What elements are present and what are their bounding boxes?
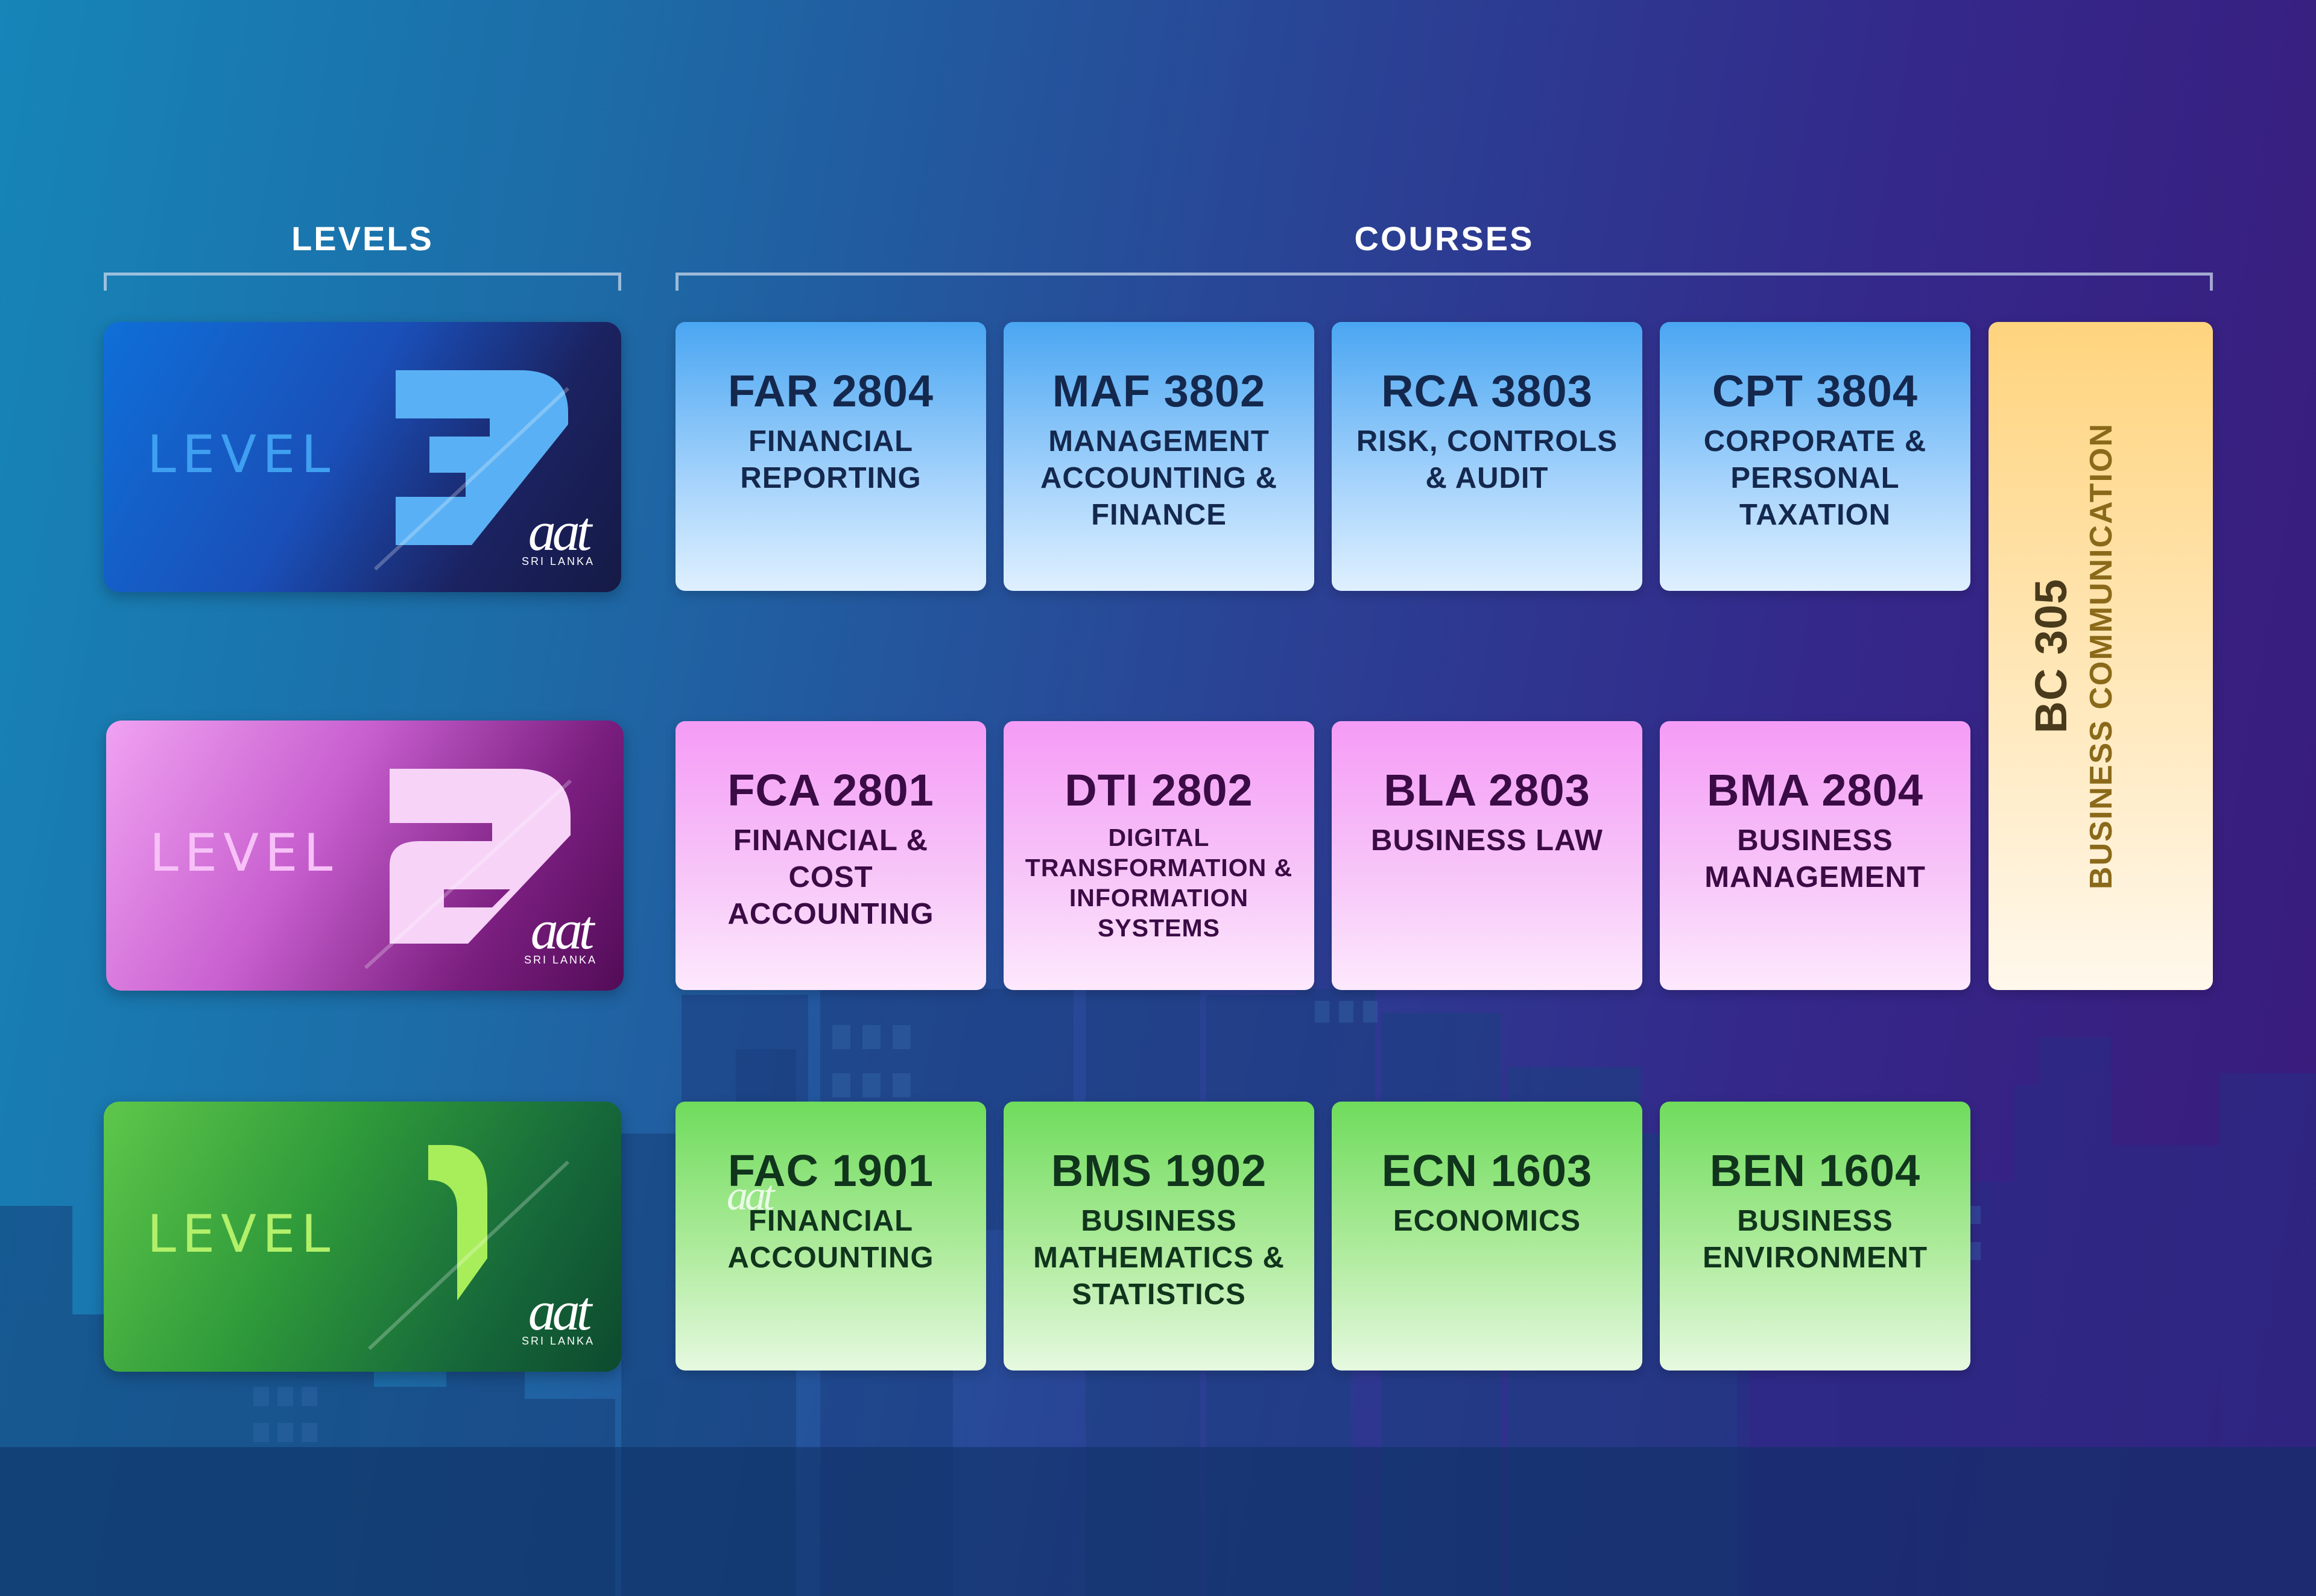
course-name: FINANCIAL REPORTING (740, 425, 922, 494)
course-name: CORPORATE & PERSONAL TAXATION (1703, 425, 1927, 531)
course-code: BMS 1902 (1051, 1146, 1267, 1196)
course-card-bla-2803: BLA 2803 BUSINESS LAW (1332, 721, 1642, 990)
courses-bracket (676, 273, 2213, 291)
course-name: BUSINESS LAW (1371, 824, 1603, 857)
level-1-word: LEVEL (147, 1204, 337, 1264)
level-2-card: LEVEL aat SRI LANKA (106, 721, 624, 991)
course-card-ecn-1603: ECN 1603 ECONOMICS (1332, 1102, 1642, 1370)
course-name: DIGITAL TRANSFORMATION & INFORMATION SYS… (1025, 824, 1293, 942)
aat-watermark-logo: aat (727, 1173, 774, 1219)
course-name: FINANCIAL ACCOUNTING (727, 1205, 934, 1274)
levels-bracket (104, 273, 621, 291)
levels-header: LEVELS (291, 219, 434, 257)
course-code: BEN 1604 (1709, 1146, 1921, 1196)
course-name: ECONOMICS (1393, 1205, 1581, 1237)
course-name: MANAGEMENT ACCOUNTING & FINANCE (1040, 425, 1278, 531)
course-name: BUSINESS ENVIRONMENT (1702, 1205, 1928, 1274)
course-code: BMA 2804 (1707, 765, 1923, 815)
course-code: BLA 2803 (1384, 765, 1590, 815)
course-card-bc-305: BC 305 BUSINESS COMMUNICATION (1989, 322, 2213, 990)
courses-header: COURSES (1354, 219, 1534, 257)
course-code: DTI 2802 (1065, 765, 1253, 815)
course-code: ECN 1603 (1381, 1146, 1593, 1196)
aat-logo: aat SRI LANKA (524, 899, 597, 966)
course-name: BUSINESS MATHEMATICS & STATISTICS (1033, 1205, 1285, 1311)
course-name: FINANCIAL & COST ACCOUNTING (727, 824, 934, 930)
course-code: FAR 2804 (727, 366, 934, 416)
aat-logo: aat SRI LANKA (521, 1280, 595, 1347)
level-2-number-graphic (364, 769, 572, 970)
course-card-far-2804: FAR 2804 FINANCIAL REPORTING (676, 322, 986, 591)
course-card-maf-3802: MAF 3802 MANAGEMENT ACCOUNTING & FINANCE (1004, 322, 1314, 591)
course-card-bma-2804: BMA 2804 BUSINESS MANAGEMENT (1660, 721, 1970, 990)
level-1-number-graphic (367, 1145, 570, 1351)
course-card-fac-1901: FAC 1901 FINANCIAL ACCOUNTING (676, 1102, 986, 1370)
course-card-bms-1902: BMS 1902 BUSINESS MATHEMATICS & STATISTI… (1004, 1102, 1314, 1370)
course-code: MAF 3802 (1052, 366, 1266, 416)
course-card-ben-1604: BEN 1604 BUSINESS ENVIRONMENT (1660, 1102, 1970, 1370)
level-3-card: LEVEL aat SRI LANKA (104, 322, 621, 592)
level-3-number-graphic (373, 370, 570, 571)
level-2-word: LEVEL (150, 823, 339, 883)
course-card-rca-3803: RCA 3803 RISK, CONTROLS & AUDIT (1332, 322, 1642, 591)
aat-logo: aat SRI LANKA (521, 500, 595, 567)
course-code: BC 305 (2026, 578, 2076, 734)
bc-305-label: BC 305 BUSINESS COMMUNICATION (2022, 355, 2179, 957)
course-name: RISK, CONTROLS & AUDIT (1356, 425, 1618, 494)
course-name: BUSINESS MANAGEMENT (1704, 824, 1926, 894)
level-1-card: LEVEL aat SRI LANKA (104, 1102, 621, 1372)
course-name: BUSINESS COMMUNICATION (2084, 423, 2119, 889)
course-code: FCA 2801 (727, 765, 934, 815)
course-card-dti-2802: DTI 2802 DIGITAL TRANSFORMATION & INFORM… (1004, 721, 1314, 990)
course-code: CPT 3804 (1712, 366, 1919, 416)
course-code: RCA 3803 (1381, 366, 1593, 416)
course-card-fca-2801: FCA 2801 FINANCIAL & COST ACCOUNTING (676, 721, 986, 990)
course-code: FAC 1901 (727, 1146, 934, 1196)
level-3-word: LEVEL (147, 424, 337, 485)
course-card-cpt-3804: CPT 3804 CORPORATE & PERSONAL TAXATION (1660, 322, 1970, 591)
